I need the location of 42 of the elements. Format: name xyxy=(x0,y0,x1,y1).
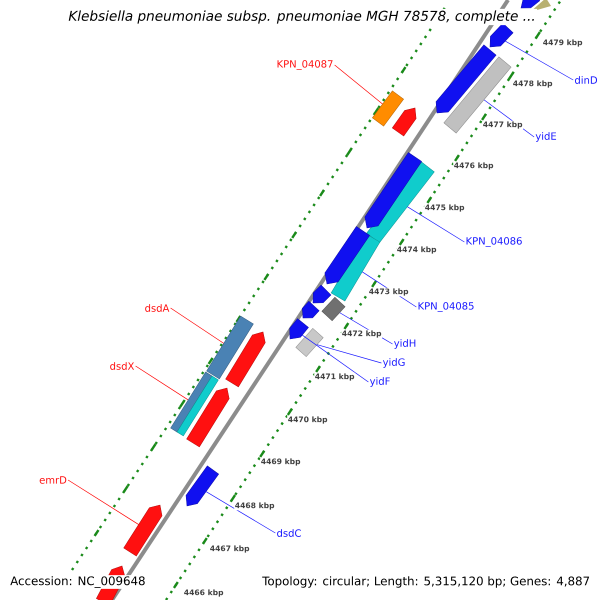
info-text: Accession: NC_009648 xyxy=(9,575,147,589)
gene-feature xyxy=(289,318,309,340)
gene-feature xyxy=(324,226,370,284)
gene-label: yidE xyxy=(536,132,556,142)
gene-feature xyxy=(392,108,416,136)
leader-line xyxy=(505,40,574,80)
title: Klebsiella pneumoniae subsp. pneumoniae MGH 78578, complete ... xyxy=(66,8,538,26)
gene-label: dsdA xyxy=(145,304,170,312)
leader-line xyxy=(316,344,382,364)
gene-feature xyxy=(225,332,266,388)
gene-label: dsdX xyxy=(110,362,134,370)
leader-line xyxy=(206,491,276,534)
leader-line xyxy=(407,206,465,242)
info-text: Topology: circular; Length: 5,315,120 bp; Genes: 4,887 xyxy=(261,575,592,589)
gene-feature xyxy=(364,152,422,228)
leader-line xyxy=(334,64,383,104)
gene-feature xyxy=(302,301,320,318)
gene-feature xyxy=(520,0,540,8)
leader-line xyxy=(302,334,369,382)
gene-block xyxy=(296,328,324,357)
gene-label: KPN_04085 xyxy=(418,302,474,312)
gene-feature xyxy=(436,44,496,114)
gene-label: dsdC xyxy=(277,529,301,537)
gene-label: KPN_04087 xyxy=(278,60,333,70)
gene-feature xyxy=(186,388,230,448)
gene-feature xyxy=(312,284,332,304)
gene-label: yidF xyxy=(370,377,390,387)
gene-block xyxy=(322,297,346,321)
gene-block xyxy=(206,316,254,380)
leader-line xyxy=(68,480,139,525)
gene-block xyxy=(372,90,404,126)
gene-feature xyxy=(186,466,219,506)
gene-feature xyxy=(490,22,514,48)
gene-label: KPN_04086 xyxy=(466,237,522,247)
leader-line xyxy=(170,308,224,344)
gene-block xyxy=(170,372,219,436)
gene-label: dinD xyxy=(574,76,598,84)
gene-label: yidH xyxy=(394,339,416,349)
leader-line xyxy=(135,366,188,400)
gene-label: yidG xyxy=(382,358,405,368)
gene-feature xyxy=(123,504,162,556)
gene-label: emrD xyxy=(40,476,66,484)
